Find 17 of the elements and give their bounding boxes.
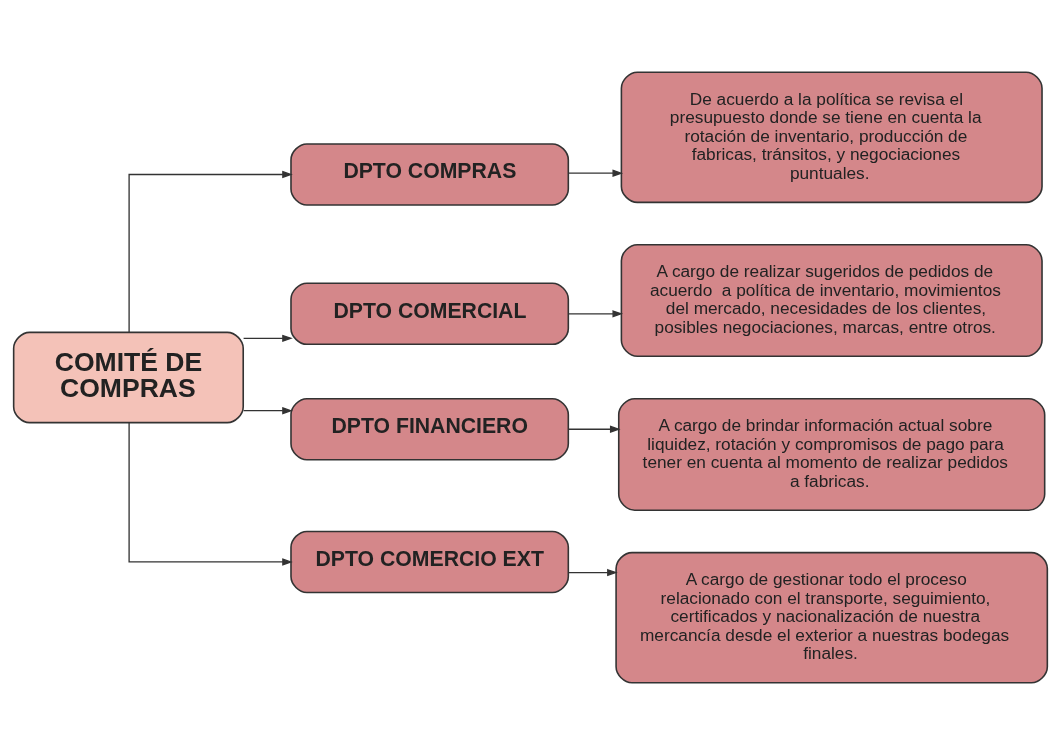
- arrow: [567, 168, 624, 177]
- node-box: COMITÉ DE COMPRAS: [12, 331, 244, 423]
- arrow: [567, 425, 621, 433]
- node-box: De acuerdo a la política se revisa el presupuesto donde se tiene en cuenta la rotación de inventario, producción de fabricas, tránsitos, y negociaciones puntuales.: [620, 71, 1043, 203]
- node-box: A cargo de realizar sugeridos de pedidos de acuerdo a política de inventario, movimientos del mercado, necesidades de los clientes, posibles negociaciones, marcas, entre otros.: [620, 243, 1043, 357]
- node-box: DPTO COMPRAS: [290, 142, 570, 206]
- arrow: [128, 421, 293, 566]
- node-box: A cargo de gestionar todo el proceso relacionado con el transporte, seguimiento, certificados y nacionalización de nuestra mercancía desde el exterior a nuestras bodegas finales.: [615, 551, 1049, 683]
- node-box: DPTO COMERCIAL: [290, 282, 570, 345]
- node-box: A cargo de brindar información actual sobre liquidez, rotación y compromisos de pago para tener en cuenta al momento de realizar pedidos a fabricas.: [617, 397, 1046, 511]
- arrow: [128, 170, 293, 333]
- arrow: [567, 568, 618, 576]
- arrow: [242, 406, 293, 414]
- node-box: DPTO COMERCIO EXT: [290, 530, 570, 593]
- node-box: DPTO FINANCIERO: [290, 397, 570, 461]
- arrow: [242, 334, 293, 342]
- arrow: [567, 309, 624, 318]
